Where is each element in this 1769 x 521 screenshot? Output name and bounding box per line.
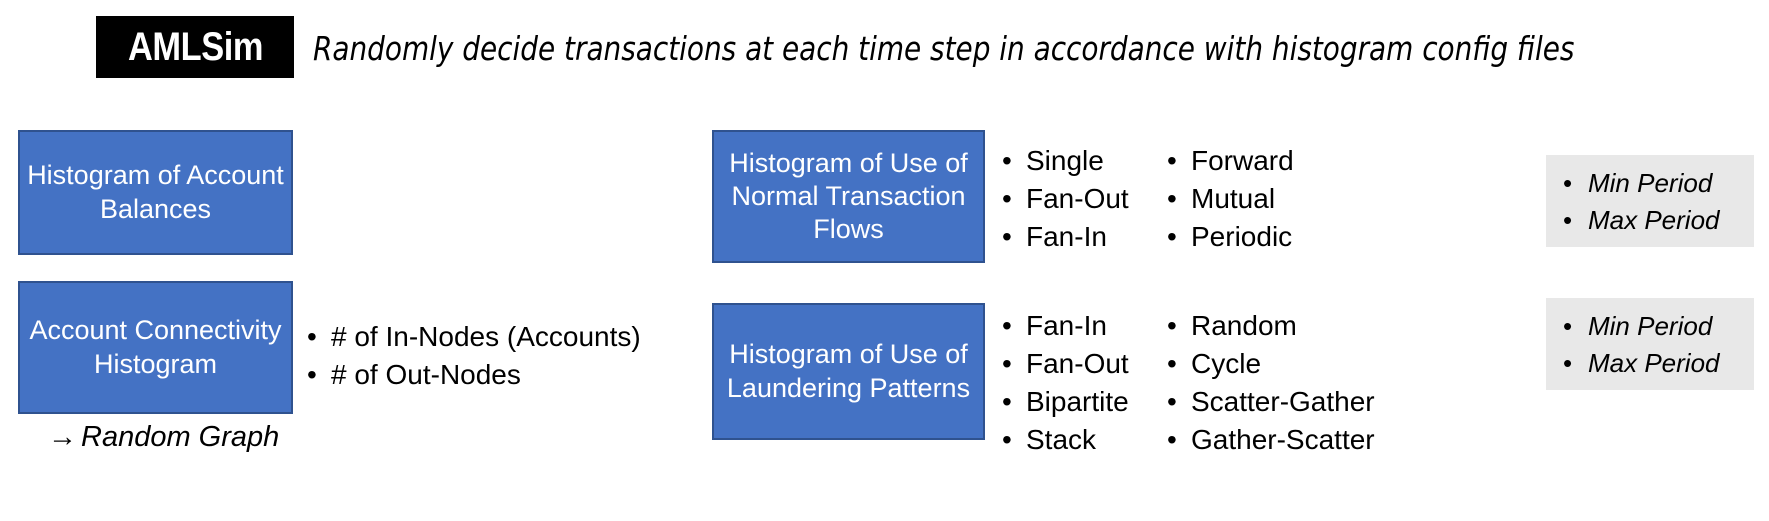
list-normal-flows-column-1: Single Fan-Out Fan-In — [1000, 142, 1129, 256]
list-item-label: Stack — [1026, 424, 1097, 455]
list-item-label: Max Period — [1588, 205, 1720, 235]
header-subtitle: Randomly decide transactions at each tim… — [313, 29, 1575, 68]
box-histogram-account-balances: Histogram of Account Balances — [18, 130, 293, 255]
list-item-label: Forward — [1191, 145, 1294, 176]
list-item: Fan-In — [1000, 307, 1129, 345]
header-banner: AMLSim Randomly decide transactions at e… — [0, 0, 1769, 100]
list-item: Min Period — [1560, 308, 1740, 345]
list-item-label: Bipartite — [1026, 386, 1129, 417]
list-item-label: Fan-Out — [1026, 183, 1129, 214]
list-item: Mutual — [1165, 180, 1294, 218]
list-item: Cycle — [1165, 345, 1375, 383]
list-item: Gather-Scatter — [1165, 421, 1375, 459]
list-item: Periodic — [1165, 218, 1294, 256]
list-item: Fan-Out — [1000, 180, 1129, 218]
list-item: # of In-Nodes (Accounts) — [305, 318, 641, 356]
list-period-laundering-patterns: Min Period Max Period — [1560, 308, 1740, 382]
list-item-label: Min Period — [1588, 168, 1713, 198]
panel-period-normal-flows: Min Period Max Period — [1546, 155, 1754, 247]
list-item-label: # of Out-Nodes — [331, 359, 521, 390]
list-item-label: Fan-Out — [1026, 348, 1129, 379]
list-item-label: Random — [1191, 310, 1297, 341]
random-graph-note: →Random Graph — [48, 421, 279, 454]
list-item: Single — [1000, 142, 1129, 180]
list-laundering-patterns-column-1: Fan-In Fan-Out Bipartite Stack — [1000, 307, 1129, 459]
list-item-label: Periodic — [1191, 221, 1293, 252]
list-normal-flows-column-2: Forward Mutual Periodic — [1165, 142, 1294, 256]
list-item-label: Max Period — [1588, 348, 1720, 378]
list-item-label: Cycle — [1191, 348, 1262, 379]
box-account-connectivity-histogram: Account Connectivity Histogram — [18, 281, 293, 414]
list-item: Fan-Out — [1000, 345, 1129, 383]
list-item: Bipartite — [1000, 383, 1129, 421]
list-connectivity-parameters: # of In-Nodes (Accounts) # of Out-Nodes — [305, 318, 641, 394]
list-item: # of Out-Nodes — [305, 356, 641, 394]
list-item: Min Period — [1560, 165, 1740, 202]
box-label: Histogram of Use of Laundering Patterns — [726, 339, 971, 403]
list-item-label: Fan-In — [1026, 221, 1107, 252]
box-label: Histogram of Use of Normal Transaction F… — [729, 147, 968, 245]
list-item-label: Mutual — [1191, 183, 1276, 214]
random-graph-label: Random Graph — [81, 421, 280, 453]
amlsim-logo-badge: AMLSim — [96, 16, 294, 78]
list-period-normal-flows: Min Period Max Period — [1560, 165, 1740, 239]
list-item: Scatter-Gather — [1165, 383, 1375, 421]
list-item: Max Period — [1560, 202, 1740, 239]
box-histogram-laundering-patterns: Histogram of Use of Laundering Patterns — [712, 303, 985, 440]
amlsim-logo-text: AMLSim — [127, 24, 263, 69]
box-histogram-normal-transaction-flows: Histogram of Use of Normal Transaction F… — [712, 130, 985, 263]
list-item-label: Min Period — [1588, 311, 1713, 341]
box-label: Account Connectivity Histogram — [29, 315, 282, 379]
list-item: Stack — [1000, 421, 1129, 459]
list-item: Forward — [1165, 142, 1294, 180]
list-item-label: Gather-Scatter — [1191, 424, 1375, 455]
list-item-label: Single — [1026, 145, 1104, 176]
list-item: Max Period — [1560, 345, 1740, 382]
arrow-right-icon: → — [48, 421, 77, 453]
list-item-label: Fan-In — [1026, 310, 1107, 341]
list-item: Random — [1165, 307, 1375, 345]
list-laundering-patterns-column-2: Random Cycle Scatter-Gather Gather-Scatt… — [1165, 307, 1375, 459]
list-item: Fan-In — [1000, 218, 1129, 256]
list-item-label: Scatter-Gather — [1191, 386, 1375, 417]
list-item-label: # of In-Nodes (Accounts) — [331, 321, 641, 352]
box-label: Histogram of Account Balances — [27, 160, 284, 224]
panel-period-laundering-patterns: Min Period Max Period — [1546, 298, 1754, 390]
